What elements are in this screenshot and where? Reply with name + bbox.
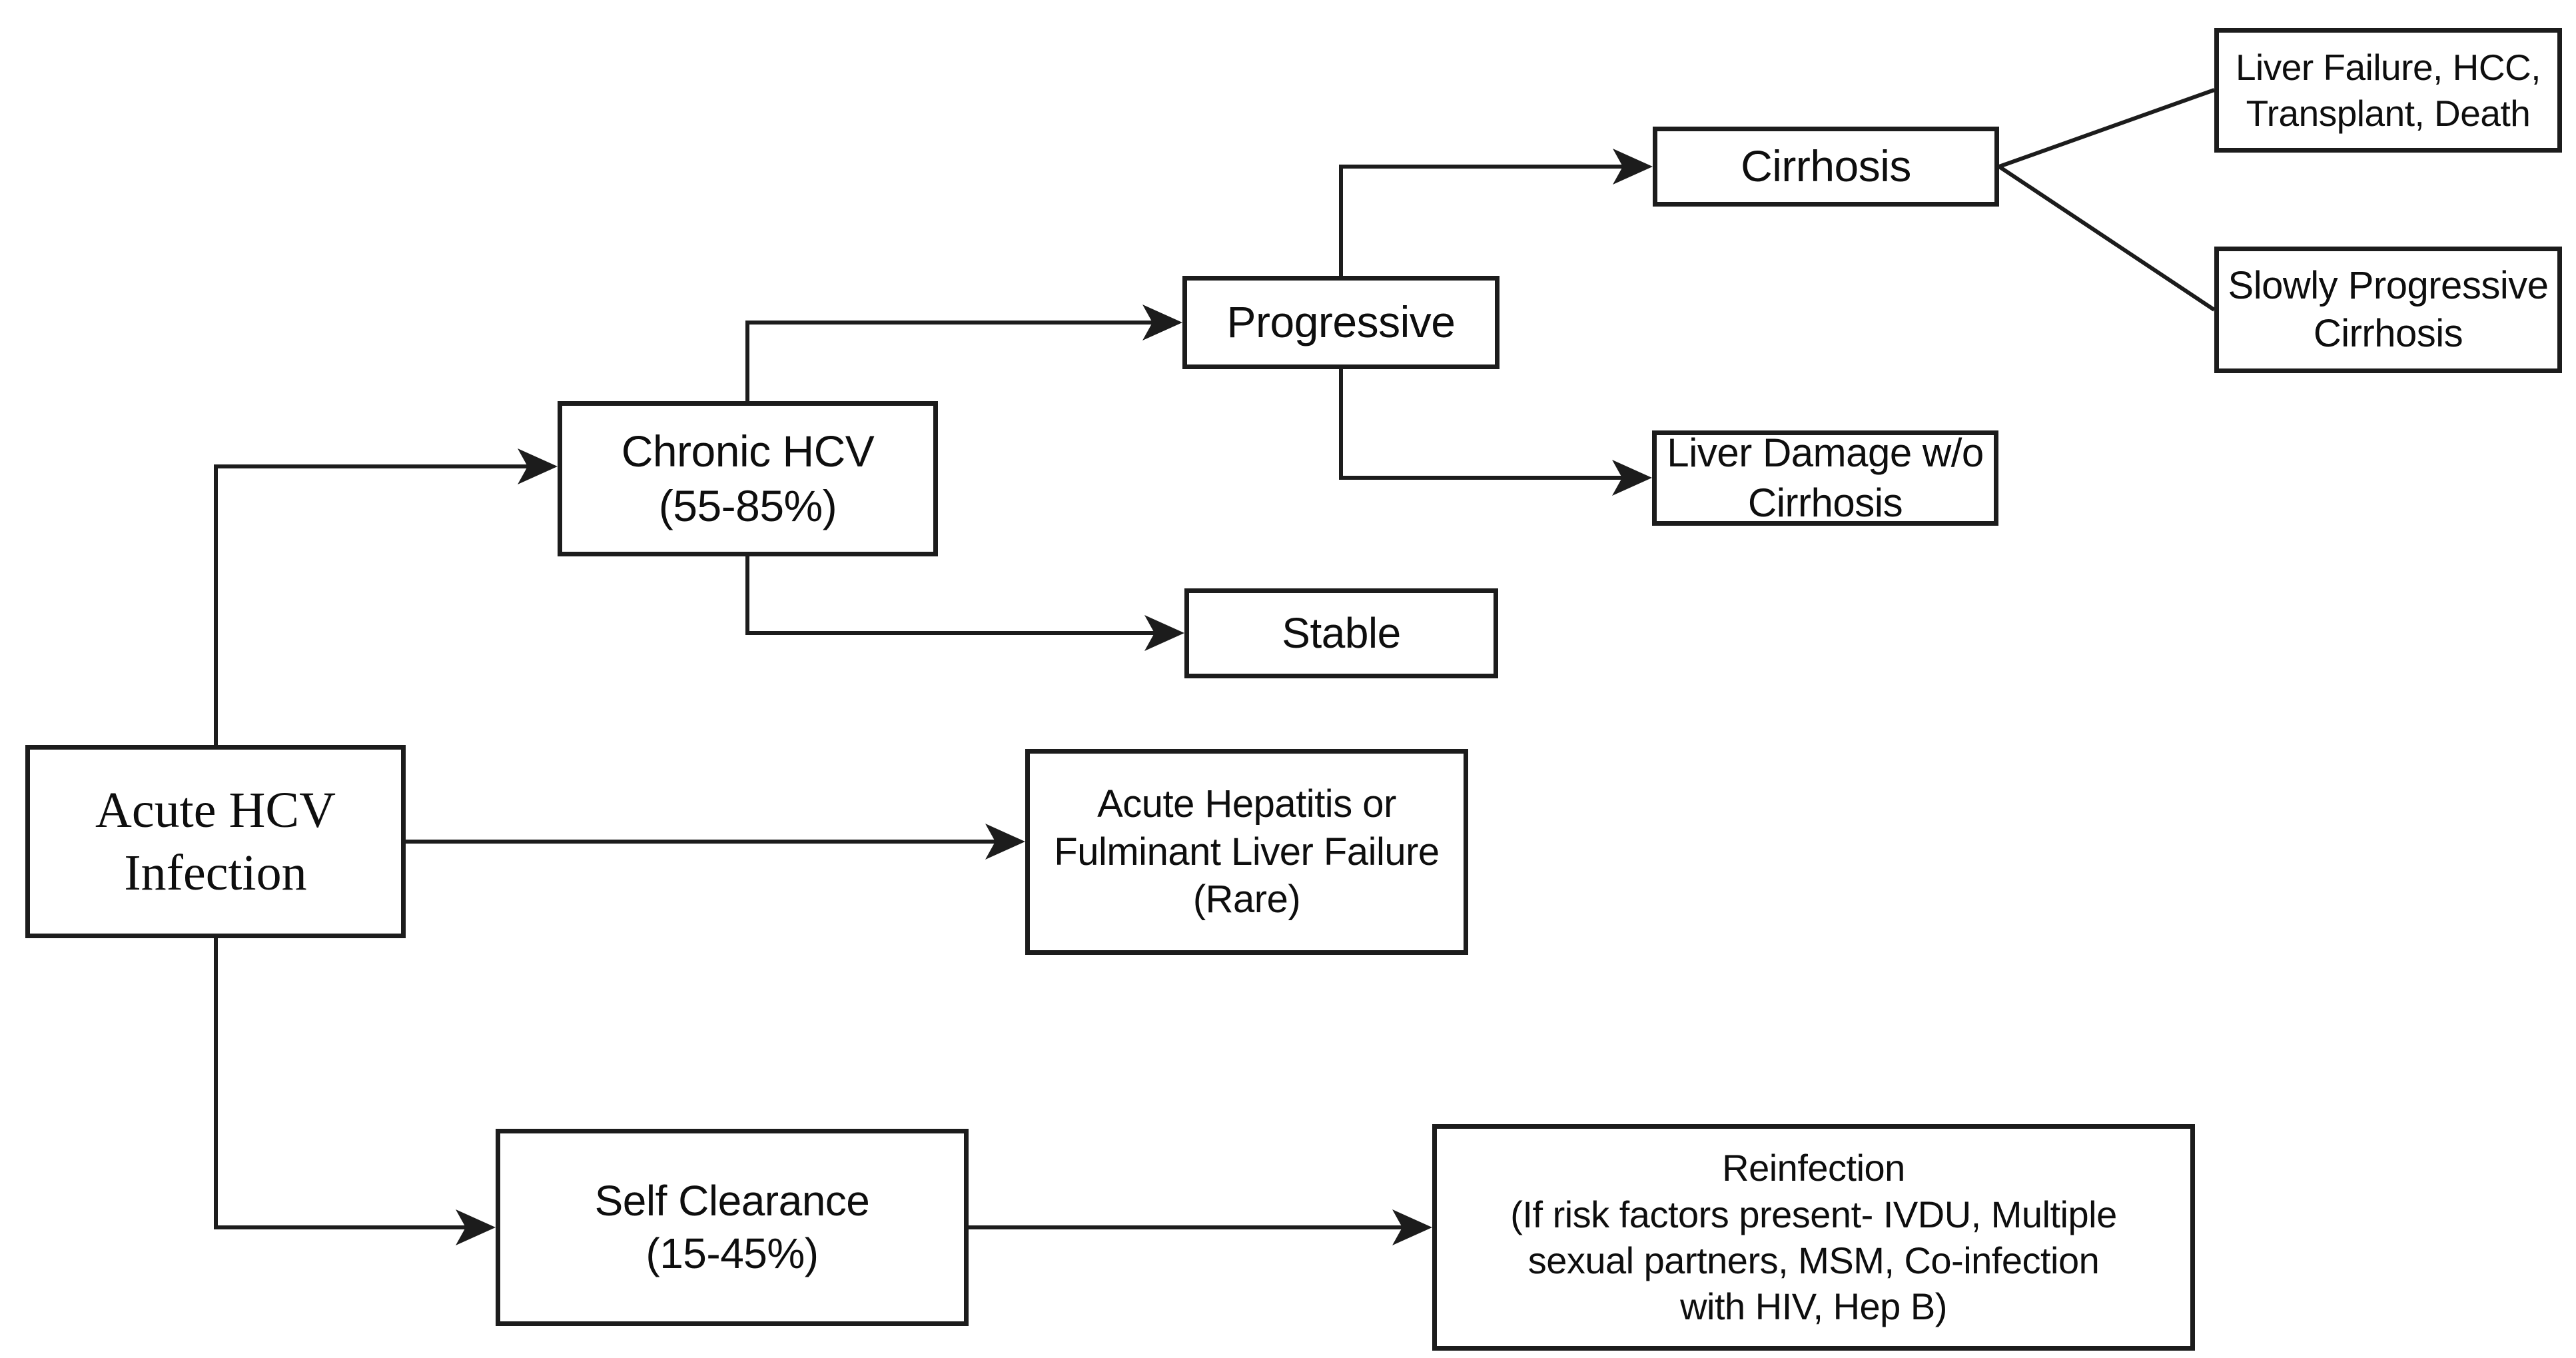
- node-chronic-hcv: Chronic HCV (55-85%): [558, 401, 938, 556]
- edge-cirrhosis-to-liver-failure: [1998, 88, 2216, 169]
- edge-chronic-to-progressive: [745, 305, 1182, 401]
- edge-progressive-to-cirrhosis: [1339, 149, 1653, 276]
- node-label-stable: Stable: [1282, 608, 1401, 657]
- node-slowly-progressive-cirrhosis: Slowly Progressive Cirrhosis: [2214, 247, 2562, 373]
- node-progressive: Progressive: [1182, 276, 1500, 369]
- node-acute-hepatitis-or-fulminant-liver-failure: Acute Hepatitis or Fulminant Liver Failu…: [1025, 749, 1468, 955]
- node-reinfection: Reinfection (If risk factors present- IV…: [1432, 1124, 2195, 1351]
- node-label-self-clearance: Self Clearance (15-45%): [594, 1176, 870, 1277]
- node-label-liver-failure-hcc-transplant-death: Liver Failure, HCC, Transplant, Death: [2235, 47, 2541, 134]
- edge-chronic-to-stable: [745, 556, 1184, 651]
- edge-acute-to-chronic: [214, 448, 558, 745]
- node-label-liver-damage-without-cirrhosis: Liver Damage w/o Cirrhosis: [1667, 430, 1984, 525]
- edge-progressive-to-liver-damage: [1339, 369, 1652, 496]
- node-liver-failure-hcc-transplant-death: Liver Failure, HCC, Transplant, Death: [2214, 28, 2562, 153]
- node-label-acute-hepatitis-or-fulminant-liver-failure: Acute Hepatitis or Fulminant Liver Failu…: [1054, 782, 1440, 922]
- edge-self-clearance-to-reinfection: [969, 1209, 1432, 1245]
- node-liver-damage-without-cirrhosis: Liver Damage w/o Cirrhosis: [1652, 430, 1998, 526]
- node-self-clearance: Self Clearance (15-45%): [496, 1129, 969, 1326]
- edge-cirrhosis-to-slowly-progressive: [1998, 165, 2216, 312]
- node-label-reinfection: Reinfection (If risk factors present- IV…: [1510, 1147, 2117, 1328]
- node-stable: Stable: [1184, 588, 1498, 678]
- node-label-acute-hcv-infection: Acute HCV Infection: [95, 782, 336, 901]
- node-cirrhosis: Cirrhosis: [1653, 127, 1999, 207]
- node-acute-hcv-infection: Acute HCV Infection: [25, 745, 406, 938]
- edge-acute-to-acute-hepatitis: [406, 824, 1025, 860]
- node-label-slowly-progressive-cirrhosis: Slowly Progressive Cirrhosis: [2228, 264, 2549, 355]
- node-label-progressive: Progressive: [1226, 297, 1456, 347]
- edge-acute-to-self-clearance: [214, 938, 496, 1245]
- node-label-cirrhosis: Cirrhosis: [1741, 141, 1911, 191]
- node-label-chronic-hcv: Chronic HCV (55-85%): [621, 426, 875, 530]
